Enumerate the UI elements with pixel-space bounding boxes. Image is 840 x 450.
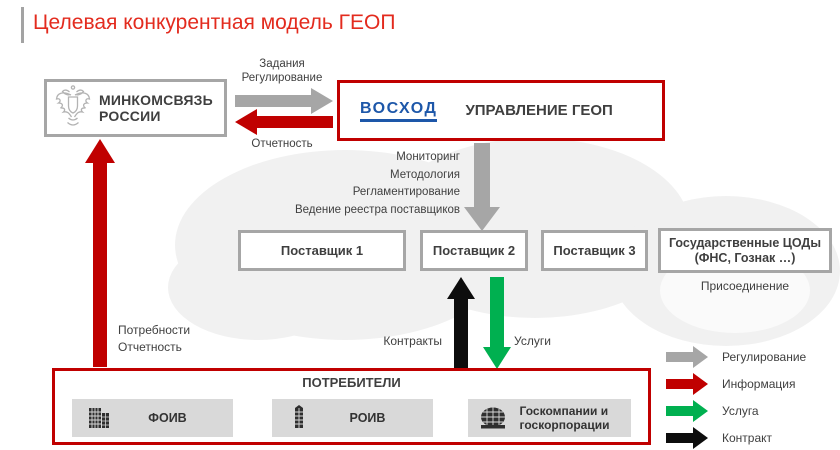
needs-flow-label: Потребности Отчетность	[118, 322, 190, 356]
tasks-flow-label: Задания Регулирование	[228, 57, 336, 85]
consumers-box: ПОТРЕБИТЕЛИ ФОИВ РОИВ	[52, 368, 651, 445]
legend: Регулирование Информация Услуга Контракт	[666, 346, 806, 450]
office-buildings-icon	[86, 404, 112, 433]
ministry-label-line1: МИНКОМСВЯЗЬ	[99, 92, 213, 108]
management-down-arrow-icon	[464, 143, 500, 231]
state-companies-line1: Госкомпании и	[519, 404, 609, 418]
supplier-3-box: Поставщик 3	[541, 230, 648, 271]
russia-coat-of-arms-icon	[55, 84, 91, 133]
services-flow-label: Услуги	[514, 334, 551, 348]
state-datacenters-line1: Государственные ЦОДы	[668, 235, 822, 250]
consumer-foiv-label: ФОИВ	[148, 411, 187, 425]
contracts-arrow-icon	[447, 277, 475, 368]
title-accent-bar	[21, 7, 24, 43]
state-datacenters-line2: (ФНС, Гознак …)	[694, 250, 796, 265]
reporting-flow-label: Отчетность	[251, 138, 313, 150]
consumer-roiv-label: РОИВ	[349, 411, 386, 425]
legend-row-information: Информация	[666, 373, 806, 395]
function-item: Методология	[390, 168, 460, 181]
legend-row-contract: Контракт	[666, 427, 806, 449]
function-item: Ведение реестра поставщиков	[294, 203, 460, 216]
ministry-label: МИНКОМСВЯЗЬ РОССИИ	[99, 92, 213, 124]
needs-label-line1: Потребности	[118, 323, 191, 337]
legend-information-label: Информация	[722, 377, 796, 391]
legend-contract-arrow-icon	[666, 427, 708, 449]
management-functions-list: Мониторинг Методология Регламентирование…	[170, 149, 460, 219]
joining-label: Присоединение	[700, 279, 790, 293]
contracts-flow-label: Контракты	[383, 334, 442, 348]
dome-building-icon	[478, 404, 508, 433]
needs-label-line2: Отчетность	[118, 340, 182, 354]
regulation-arrow-icon	[235, 88, 333, 114]
voskhod-logo: ВОСХОД	[360, 100, 438, 122]
services-arrow-icon	[483, 277, 511, 369]
function-item: Регламентирование	[352, 186, 460, 198]
consumers-title: ПОТРЕБИТЕЛИ	[302, 375, 401, 390]
legend-information-arrow-icon	[666, 373, 708, 395]
tower-building-icon	[286, 404, 312, 433]
supplier-2-box: Поставщик 2	[420, 230, 528, 271]
tasks-label-line2: Регулирование	[241, 72, 323, 84]
reporting-arrow-icon	[235, 109, 333, 135]
consumer-roiv: РОИВ	[272, 399, 433, 437]
geop-management-label: УПРАВЛЕНИЕ ГЕОП	[465, 102, 613, 119]
consumer-foiv: ФОИВ	[72, 399, 233, 437]
legend-service-label: Услуга	[722, 404, 759, 418]
needs-arrow-icon	[85, 139, 115, 367]
ministry-box: МИНКОМСВЯЗЬ РОССИИ	[44, 79, 227, 137]
tasks-label-line1: Задания	[259, 58, 305, 70]
page-title: Целевая конкурентная модель ГЕОП	[33, 11, 396, 34]
legend-regulation-label: Регулирование	[722, 350, 807, 364]
supplier-1-box: Поставщик 1	[238, 230, 406, 271]
legend-contract-label: Контракт	[722, 431, 773, 445]
consumer-state-companies-label: Госкомпании и госкорпорации	[520, 404, 620, 432]
function-item: Мониторинг	[396, 151, 460, 163]
state-datacenters-box: Государственные ЦОДы (ФНС, Гознак …)	[658, 228, 832, 273]
legend-row-regulation: Регулирование	[666, 346, 806, 368]
legend-regulation-arrow-icon	[666, 346, 708, 368]
consumer-state-companies: Госкомпании и госкорпорации	[468, 399, 631, 437]
legend-row-service: Услуга	[666, 400, 806, 422]
state-companies-line2: госкорпорации	[519, 418, 610, 432]
legend-service-arrow-icon	[666, 400, 708, 422]
geop-management-box: ВОСХОД УПРАВЛЕНИЕ ГЕОП	[337, 80, 665, 141]
ministry-label-line2: РОССИИ	[99, 108, 161, 124]
